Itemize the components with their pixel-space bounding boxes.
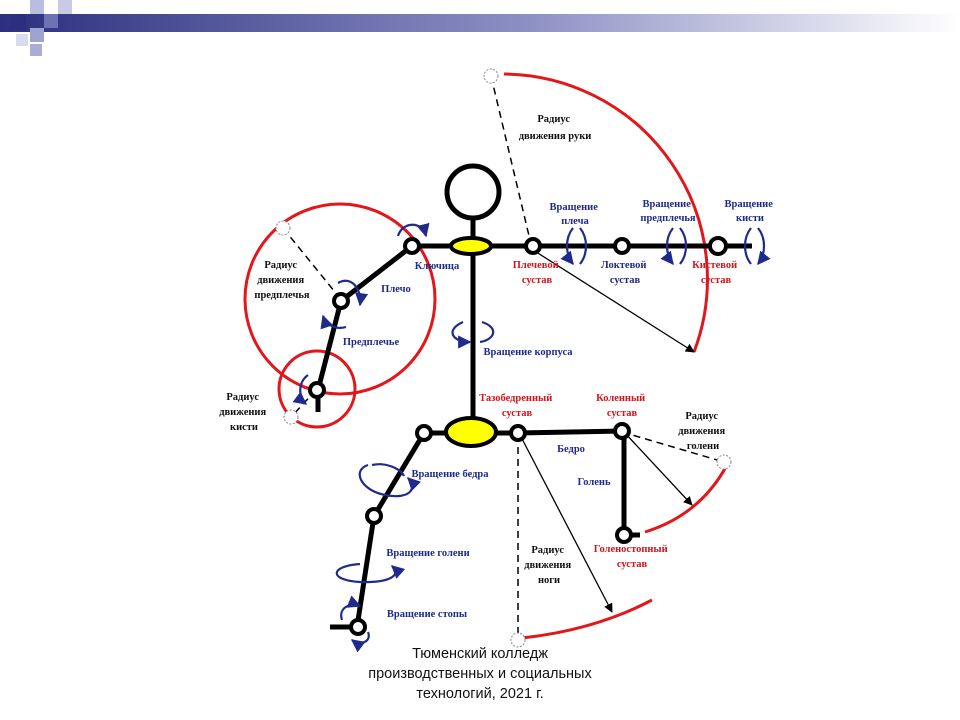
rotate-shin-icon <box>335 562 406 584</box>
radius-lines <box>282 75 725 638</box>
rotate-forearm-label: Вращение предплечья <box>640 199 696 224</box>
left-hip-joint <box>415 424 433 442</box>
rotate-shoulder-label: Вращение плеча <box>549 202 600 227</box>
rotate-torso-icon <box>451 320 495 349</box>
left-elbow-joint <box>332 292 350 310</box>
rotate-hand-icon <box>743 227 771 266</box>
radius-arm-label: Радиус движения руки <box>519 114 592 142</box>
thigh-left-bone <box>371 431 427 518</box>
left-shoulder-joint <box>403 237 421 255</box>
shoulder-label: Плечо <box>381 284 411 295</box>
movement-arcs <box>243 72 729 640</box>
forearm-label: Предплечье <box>343 337 400 348</box>
ankle-joint-label: Голеностопный сустав <box>594 544 671 570</box>
right-hip-joint <box>509 424 527 442</box>
left-ankle-joint <box>349 618 367 636</box>
wrist-joint-label: Кистевой сустав <box>692 260 740 286</box>
title-bar-decoration <box>0 0 960 56</box>
rotate-hand-label: Вращение кисти <box>724 199 775 224</box>
corner-squares-decoration <box>10 0 72 56</box>
footer-caption: Тюменский колледж производственных и соц… <box>330 644 630 704</box>
shoulder-joint <box>524 237 542 255</box>
ankle-joint <box>615 526 633 544</box>
rotate-forearm-icon <box>660 227 688 266</box>
left-wrist-joint <box>308 381 326 399</box>
footer-line-3: технологий, 2021 г. <box>416 686 544 702</box>
clavicle-joint <box>449 236 493 256</box>
gradient-bar <box>0 14 960 32</box>
elbow-joint-label: Локтевой сустав <box>601 260 649 286</box>
radius-hand-label: Радиус движения кисти <box>219 392 269 433</box>
rotate-elbow-icon <box>320 279 369 330</box>
shin-label: Голень <box>577 477 610 488</box>
arc-endpoints <box>275 68 732 648</box>
radius-shin-label: Радиус движения голени <box>678 411 728 452</box>
rotate-shin-label: Вращение голени <box>386 548 469 559</box>
elbow-joint <box>613 237 631 255</box>
leg-radius-arc <box>521 598 653 640</box>
shoulder-joint-label: Плечевой сустав <box>513 260 562 286</box>
radius-leg-label: Радиус движения ноги <box>524 545 574 586</box>
joints <box>308 236 728 636</box>
rotate-foot-label: Вращение стопы <box>387 609 467 620</box>
radius-forearm-label: Радиус движения предплечья <box>254 260 310 301</box>
rotate-foot-icon <box>340 595 370 653</box>
knee-joint-label: Коленный сустав <box>596 393 648 419</box>
left-knee-joint <box>365 507 383 525</box>
rotate-wrist-icon <box>292 374 309 405</box>
rotate-thigh-icon <box>358 463 422 498</box>
shoulder-bone <box>339 244 414 303</box>
wrist-joint <box>708 236 728 256</box>
shin-left-bone <box>354 515 377 628</box>
rotate-thigh-label: Вращение бедра <box>411 469 489 480</box>
footer-line-1: Тюменский колледж <box>412 646 548 662</box>
hand-radius-circle <box>277 349 357 429</box>
head <box>444 163 502 221</box>
rotate-clavicle-icon <box>396 222 430 238</box>
rotation-arrows <box>292 222 771 653</box>
clavicle-label: Ключица <box>415 261 460 272</box>
footer-line-2: производственных и социальных <box>368 666 592 682</box>
rotate-torso-label: Вращение корпуса <box>483 347 573 358</box>
arm-radius-arc <box>503 72 709 353</box>
thigh-right-bone <box>517 428 625 436</box>
reach-arrows <box>518 249 695 613</box>
labels: Радиус движения руки Вращение плеча Вращ… <box>219 114 775 620</box>
thigh-label: Бедро <box>557 444 585 455</box>
knee-joint <box>613 422 631 440</box>
rotate-shoulder-icon <box>560 227 588 266</box>
shin-radius-arc <box>644 464 729 534</box>
forearm-radius-circle <box>243 202 437 396</box>
forearm-bone <box>315 300 344 391</box>
hip-center-joint <box>444 416 498 448</box>
hip-joint-label: Тазобедренный сустав <box>479 393 555 419</box>
